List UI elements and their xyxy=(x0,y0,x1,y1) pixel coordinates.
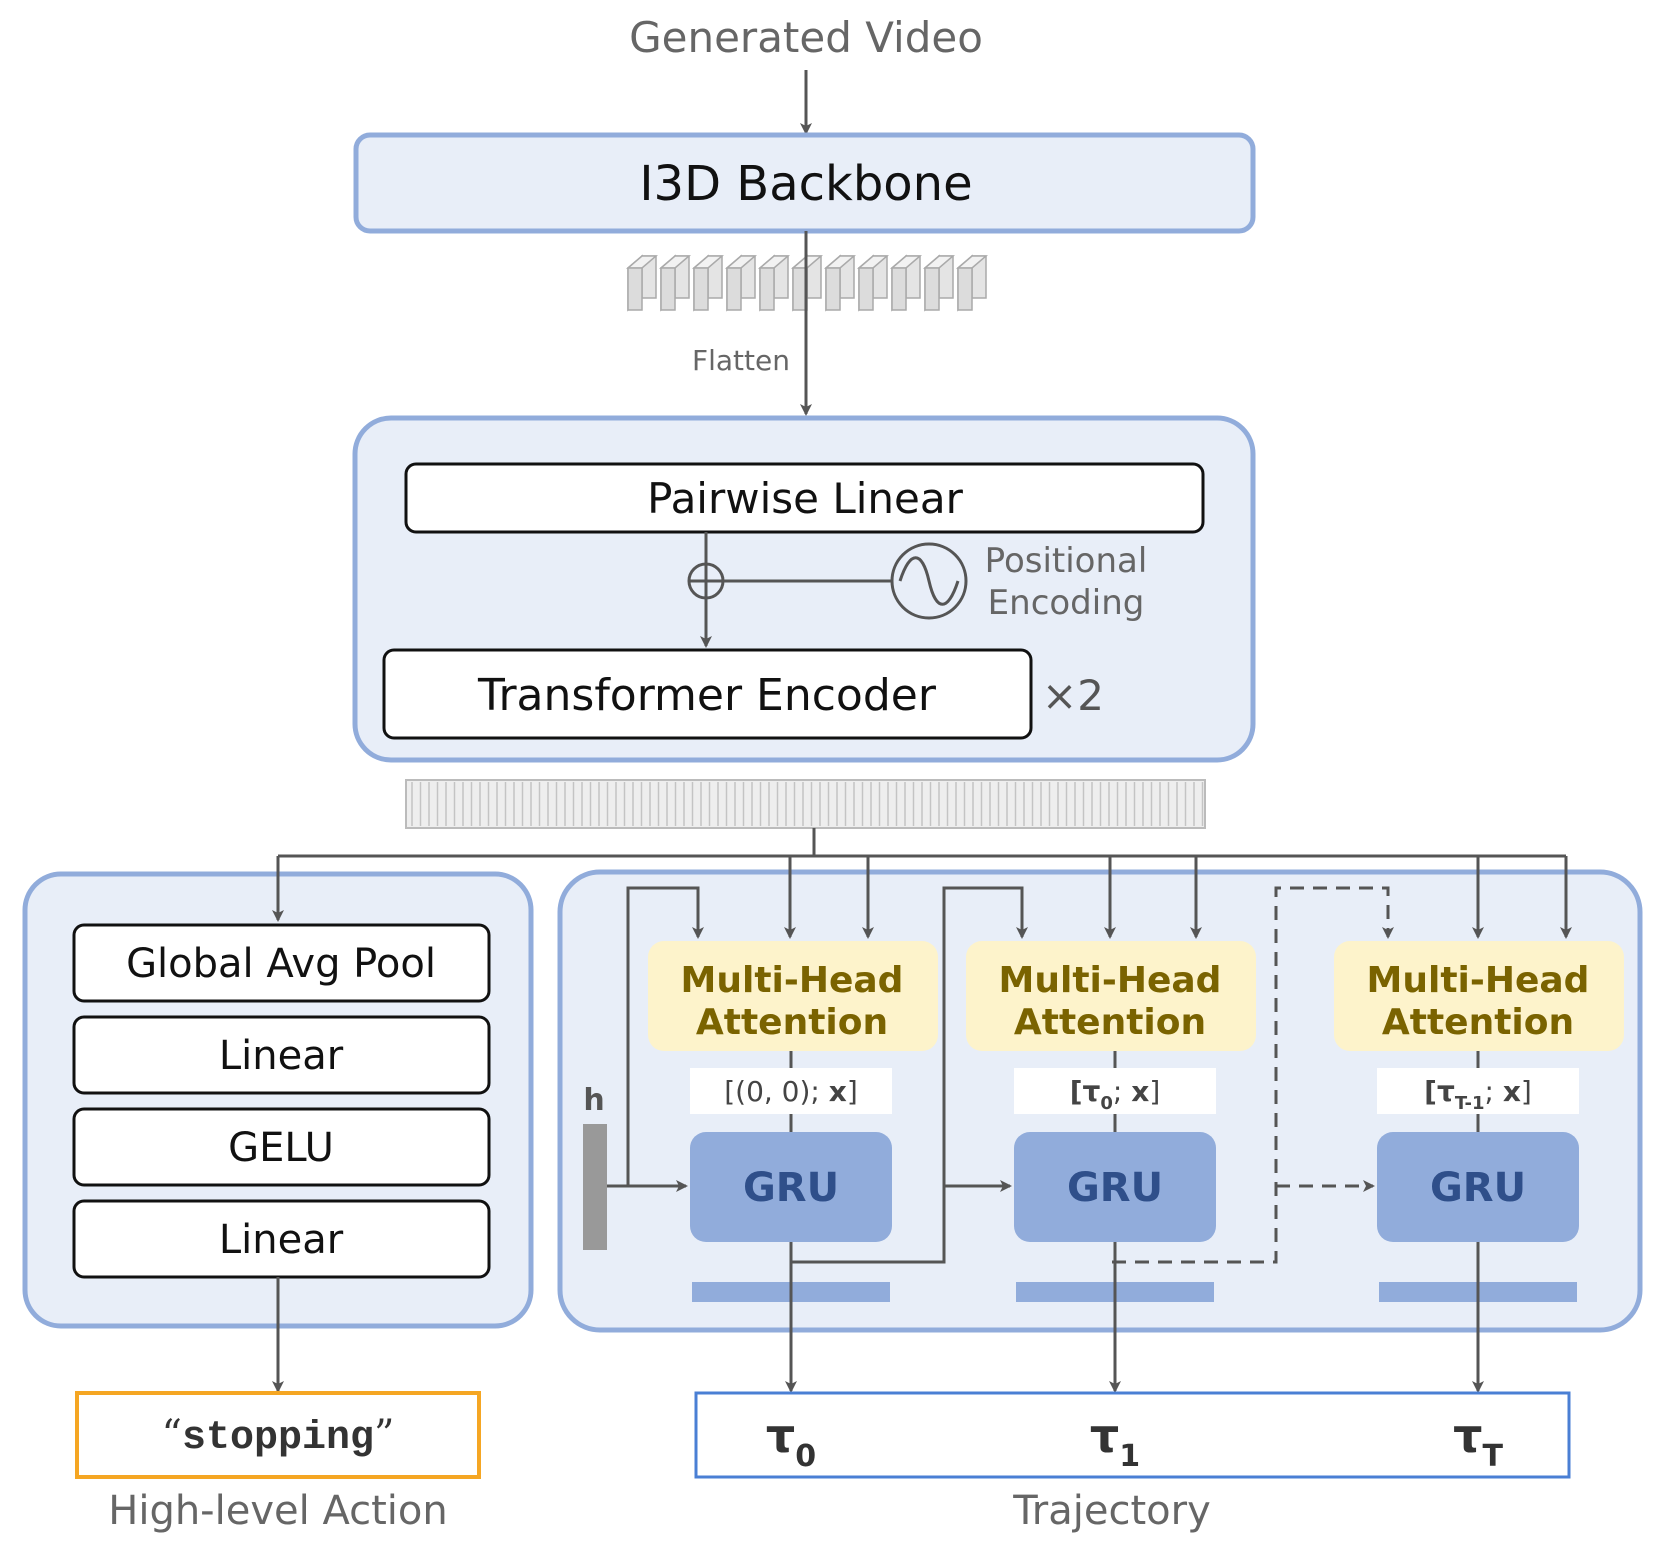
gru-input-label: [τT-1; x] xyxy=(1424,1075,1532,1114)
feature-volume xyxy=(625,254,659,312)
feature-volume xyxy=(658,254,692,312)
gru-input-box xyxy=(1014,1068,1216,1114)
transformer-encoder-label: Transformer Encoder xyxy=(477,670,937,721)
gru-label: GRU xyxy=(743,1165,839,1211)
backbone-label: I3D Backbone xyxy=(639,156,972,212)
action-layer-3 xyxy=(72,1107,491,1187)
h-to-attention-0 xyxy=(626,886,704,1186)
attention-label-1: Multi-Head xyxy=(681,960,904,1001)
positional-encoding-label-1: Positional xyxy=(985,541,1148,581)
attention-block xyxy=(648,941,938,1051)
action-output-text: stopping xyxy=(182,1416,374,1461)
feature-volume xyxy=(889,254,923,312)
action-output-value: “stopping” xyxy=(162,1412,395,1461)
attention-block xyxy=(1334,941,1624,1051)
gru-input-label: [τ0; x] xyxy=(1070,1075,1161,1114)
token-strip-ticks xyxy=(411,782,1204,826)
feature-volume xyxy=(691,254,725,312)
hidden-state-bar xyxy=(583,1124,607,1250)
gru-block xyxy=(1014,1132,1216,1242)
attention-label-1: Multi-Head xyxy=(999,960,1222,1001)
transformer-encoder-block xyxy=(382,648,1033,740)
token-strip xyxy=(405,779,1206,829)
gru-block xyxy=(1377,1132,1579,1242)
feature-volume xyxy=(724,254,758,312)
hidden-state-label: h xyxy=(583,1083,604,1118)
trajectory-caption: Trajectory xyxy=(1012,1488,1211,1534)
action-head-layers: Global Avg Pool Linear GELU Linear xyxy=(72,923,491,1279)
feature-volume xyxy=(922,254,956,312)
feature-volume xyxy=(955,254,989,312)
attention-label-2: Attention xyxy=(1014,1002,1206,1043)
attention-label-2: Attention xyxy=(696,1002,888,1043)
repeat-count-label: ×2 xyxy=(1042,671,1104,720)
action-layer-2 xyxy=(72,1015,491,1095)
action-layer-4-label: Linear xyxy=(219,1217,344,1263)
attention-block xyxy=(966,941,1256,1051)
pairwise-linear-label: Pairwise Linear xyxy=(647,474,963,523)
gru1-to-next-dashed xyxy=(1112,886,1394,1264)
action-layer-4 xyxy=(72,1199,491,1279)
feature-volumes xyxy=(625,254,989,312)
flatten-label: Flatten xyxy=(692,344,790,377)
feature-volume xyxy=(823,254,857,312)
sine-wave-icon xyxy=(890,542,968,620)
trajectory-output-symbol: τ1 xyxy=(1090,1409,1140,1474)
trajectory-outputs: τ0 τ1 τT xyxy=(766,1409,1504,1474)
trajectory-output-symbol: τT xyxy=(1453,1409,1503,1474)
trajectory-output-box xyxy=(694,1391,1571,1479)
feature-volume xyxy=(856,254,890,312)
action-output-box xyxy=(75,1391,481,1479)
attention-label-1: Multi-Head xyxy=(1367,960,1590,1001)
positional-encoding-label-2: Encoding xyxy=(988,583,1145,623)
gru-input-box xyxy=(690,1068,892,1114)
add-node-icon xyxy=(687,562,725,600)
action-layer-3-label: GELU xyxy=(228,1125,334,1171)
action-layer-2-label: Linear xyxy=(219,1033,344,1079)
input-label: Generated Video xyxy=(629,13,983,62)
action-layer-1 xyxy=(72,923,491,1003)
gru0-to-next xyxy=(792,886,1028,1264)
gru-input-label: [(0, 0); x] xyxy=(724,1075,858,1108)
gru-label: GRU xyxy=(1430,1165,1526,1211)
feature-volume xyxy=(757,254,791,312)
gru-input-box xyxy=(1377,1068,1579,1114)
gru-label: GRU xyxy=(1067,1165,1163,1211)
action-output-caption: High-level Action xyxy=(108,1488,447,1534)
action-layer-1-label: Global Avg Pool xyxy=(126,941,436,987)
trajectory-output-symbol: τ0 xyxy=(766,1409,816,1474)
gru-block xyxy=(690,1132,892,1242)
pairwise-linear-block xyxy=(404,462,1205,534)
attention-label-2: Attention xyxy=(1382,1002,1574,1043)
